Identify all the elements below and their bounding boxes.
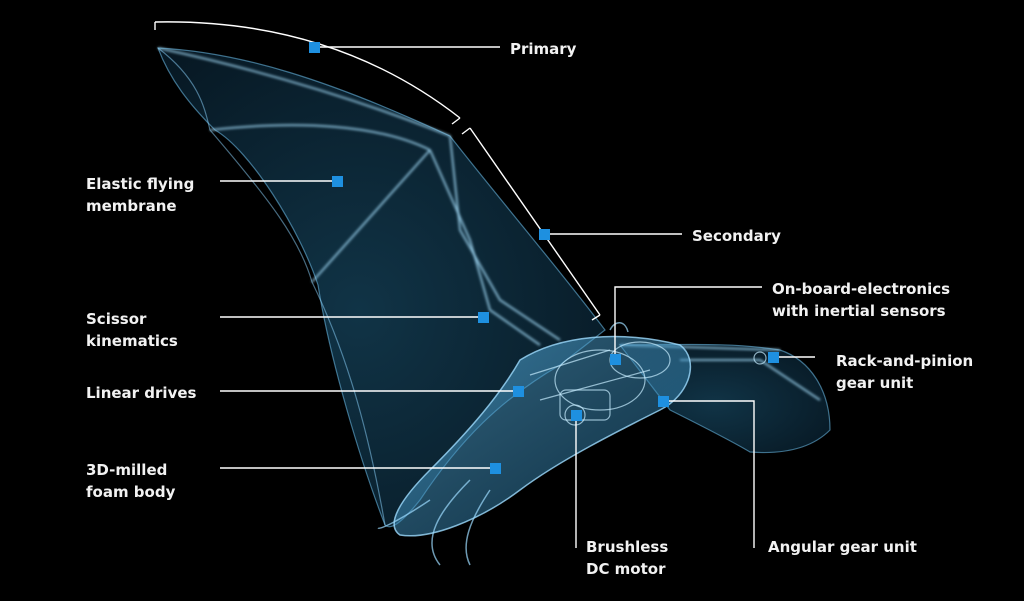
marker-electronics bbox=[610, 354, 621, 365]
label-linear-line-1: Linear drives bbox=[86, 384, 197, 402]
label-electronics-line-2: with inertial sensors bbox=[772, 302, 946, 320]
label-brushless-motor: Brushless DC motor bbox=[586, 536, 668, 580]
label-electronics-line-1: On-board-electronics bbox=[772, 280, 951, 298]
label-foam-line-1: 3D-milled bbox=[86, 461, 168, 479]
label-angular-gear-unit: Angular gear unit bbox=[768, 536, 917, 558]
label-primary-line-1: Primary bbox=[510, 40, 577, 58]
wing-struts bbox=[157, 47, 821, 401]
marker-linear bbox=[513, 386, 524, 397]
head bbox=[609, 322, 629, 333]
label-foam-line-2: foam body bbox=[86, 483, 176, 501]
label-rack-line-1: Rack-and-pinion bbox=[836, 352, 974, 370]
label-rack-and-pinion: Rack-and-pinion gear unit bbox=[836, 350, 973, 394]
label-scissor-kinematics: Scissor kinematics bbox=[86, 308, 178, 352]
marker-scissor bbox=[478, 312, 489, 323]
foam-body bbox=[393, 335, 691, 537]
label-motor-line-1: Brushless bbox=[586, 538, 669, 556]
label-membrane-line-2: membrane bbox=[86, 197, 177, 215]
label-foam-body: 3D-milled foam body bbox=[86, 459, 175, 503]
label-onboard-electronics: On-board-electronics with inertial senso… bbox=[772, 278, 950, 322]
marker-foam bbox=[490, 463, 501, 474]
markers bbox=[309, 42, 779, 474]
leader-lines bbox=[154, 21, 815, 548]
marker-secondary bbox=[539, 229, 550, 240]
marker-membrane bbox=[332, 176, 343, 187]
label-secondary-line-1: Secondary bbox=[692, 227, 781, 245]
primary-bracket bbox=[154, 21, 461, 119]
label-membrane-line-1: Elastic flying bbox=[86, 175, 195, 193]
label-elastic-membrane: Elastic flying membrane bbox=[86, 173, 194, 217]
label-primary: Primary bbox=[510, 38, 576, 60]
label-scissor-line-2: kinematics bbox=[86, 332, 178, 350]
label-motor-line-2: DC motor bbox=[586, 560, 666, 578]
label-secondary: Secondary bbox=[692, 225, 781, 247]
marker-rack bbox=[768, 352, 779, 363]
label-linear-drives: Linear drives bbox=[86, 382, 196, 404]
membrane-edge bbox=[157, 47, 386, 526]
label-scissor-line-1: Scissor bbox=[86, 310, 147, 328]
marker-angular bbox=[658, 396, 669, 407]
internal-mechanics bbox=[529, 341, 767, 426]
tail-legs bbox=[377, 479, 491, 566]
marker-motor bbox=[571, 410, 582, 421]
marker-primary bbox=[309, 42, 320, 53]
label-rack-line-2: gear unit bbox=[836, 374, 914, 392]
label-angular-line-1: Angular gear unit bbox=[768, 538, 917, 556]
secondary-bracket bbox=[469, 127, 601, 316]
